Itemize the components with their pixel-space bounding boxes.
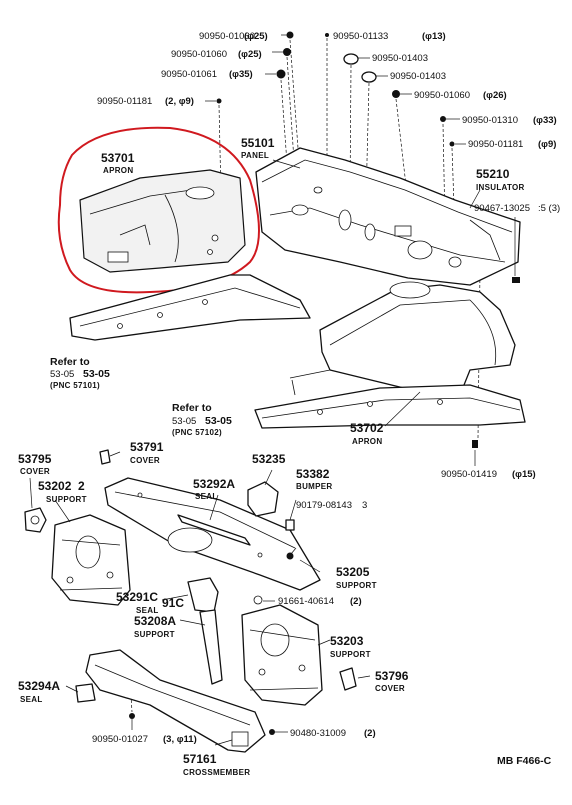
label-57161: 57161 xyxy=(183,752,217,766)
label-seal-3: SEAL xyxy=(20,695,43,704)
label-90950-01060-b: 90950-01060 xyxy=(171,49,227,60)
label-insulator: INSULATOR xyxy=(476,183,525,192)
label-90950-01133: 90950-01133 xyxy=(333,31,388,42)
label-qty-2-b: (2) xyxy=(350,596,362,607)
label-refer-2: Refer to xyxy=(172,402,212,414)
label-ref-2-a: 53-05 xyxy=(172,416,196,427)
diagram-code: MB F466-C xyxy=(497,755,552,767)
label-qty-5: :5 (3) xyxy=(538,203,560,214)
label-90179-08143: 90179-08143 xyxy=(296,500,352,511)
plug-icon xyxy=(392,90,400,98)
label-size-26: (φ26) xyxy=(483,90,507,101)
label-53294a: 53294A xyxy=(18,679,60,693)
label-90467-13025: 90467-13025 xyxy=(474,203,530,214)
label-53208a: 53208A xyxy=(134,614,176,628)
label-pnc-2: (PNC 57102) xyxy=(172,428,222,437)
plug-icon xyxy=(286,31,294,39)
label-qty-2-c: (2) xyxy=(364,728,376,739)
label-size-9: (φ9) xyxy=(538,139,556,150)
label-53796: 53796 xyxy=(375,669,409,683)
label-53203: 53203 xyxy=(330,634,364,648)
label-55210: 55210 xyxy=(476,167,510,181)
label-91c: 91C xyxy=(162,596,184,610)
clip-icon xyxy=(512,277,520,283)
label-size-35: (φ35) xyxy=(229,69,253,80)
label-apron-1: APRON xyxy=(103,166,133,175)
labels: 90950-01060 (φ25) 90950-01133 (φ13) 9095… xyxy=(18,31,560,777)
label-53702: 53702 xyxy=(350,421,384,435)
label-size-3-11: (3, φ11) xyxy=(163,734,197,745)
plug-icon xyxy=(216,98,222,104)
label-refer-1: Refer to xyxy=(50,356,90,368)
label-pnc-1: (PNC 57101) xyxy=(50,381,100,390)
label-53292a: 53292A xyxy=(193,477,235,491)
leader-lines xyxy=(29,34,516,746)
label-size-25-a: (φ25) xyxy=(244,31,268,42)
label-support-4: SUPPORT xyxy=(330,650,371,659)
label-cover-2: COVER xyxy=(130,456,160,465)
label-ref-1-b: 53-05 xyxy=(83,368,110,380)
label-91661-40614: 91661-40614 xyxy=(278,596,334,607)
label-53382: 53382 xyxy=(296,467,330,481)
label-size-33: (φ33) xyxy=(533,115,557,126)
label-size-25-b: (φ25) xyxy=(238,49,262,60)
label-90950-01419: 90950-01419 xyxy=(441,469,497,480)
label-90950-01060-a: 90950-01060 xyxy=(199,31,255,42)
apron-53701 xyxy=(79,169,246,273)
label-53235: 53235 xyxy=(252,452,286,466)
label-53291c: 53291C xyxy=(116,590,158,604)
label-qty-2-a: 2 xyxy=(78,479,85,493)
apron-53702 xyxy=(254,281,526,429)
label-cover-1: COVER xyxy=(20,467,50,476)
plug-icon xyxy=(343,53,359,65)
label-90950-01181-a: 90950-01181 xyxy=(97,96,152,107)
label-53202: 53202 xyxy=(38,479,72,493)
label-90950-01403-a: 90950-01403 xyxy=(372,53,428,64)
label-seal-1: SEAL xyxy=(195,492,218,501)
label-90950-01061: 90950-01061 xyxy=(161,69,217,80)
label-size-2-9: (2, φ9) xyxy=(165,96,194,107)
label-90480-31009: 90480-31009 xyxy=(290,728,346,739)
label-support-3: SUPPORT xyxy=(134,630,175,639)
label-ref-1-a: 53-05 xyxy=(50,369,74,380)
label-support-1: SUPPORT xyxy=(46,495,87,504)
label-size-15: (φ15) xyxy=(512,469,536,480)
label-53701: 53701 xyxy=(101,151,135,165)
panel-55101 xyxy=(255,147,521,286)
label-panel: PANEL xyxy=(241,151,269,160)
fastener-icons xyxy=(216,31,520,448)
label-ref-2-b: 53-05 xyxy=(205,415,232,427)
label-90950-01181-b: 90950-01181 xyxy=(468,139,523,150)
label-53791: 53791 xyxy=(130,440,164,454)
label-90950-01027: 90950-01027 xyxy=(92,734,148,745)
label-qty-3: 3 xyxy=(362,500,367,511)
label-90950-01060-c: 90950-01060 xyxy=(414,90,470,101)
label-53795: 53795 xyxy=(18,452,52,466)
label-53205: 53205 xyxy=(336,565,370,579)
label-55101: 55101 xyxy=(241,136,275,150)
label-90950-01310: 90950-01310 xyxy=(462,115,518,126)
label-crossmember: CROSSMEMBER xyxy=(183,768,250,777)
label-apron-2: APRON xyxy=(352,437,382,446)
plug-icon xyxy=(283,48,291,56)
label-size-13: (φ13) xyxy=(422,31,446,42)
label-seal-2: SEAL xyxy=(136,606,159,615)
label-support-2: SUPPORT xyxy=(336,581,377,590)
radiator-support-group xyxy=(24,449,357,753)
plug-icon xyxy=(361,71,377,83)
plug-icon xyxy=(276,69,286,79)
frame-rail-left xyxy=(69,274,311,341)
label-bumper: BUMPER xyxy=(296,482,332,491)
label-cover-3: COVER xyxy=(375,684,405,693)
label-90950-01403-b: 90950-01403 xyxy=(390,71,446,82)
plug-icon xyxy=(472,440,478,448)
plug-icon xyxy=(440,116,446,122)
plug-icon xyxy=(449,141,455,147)
